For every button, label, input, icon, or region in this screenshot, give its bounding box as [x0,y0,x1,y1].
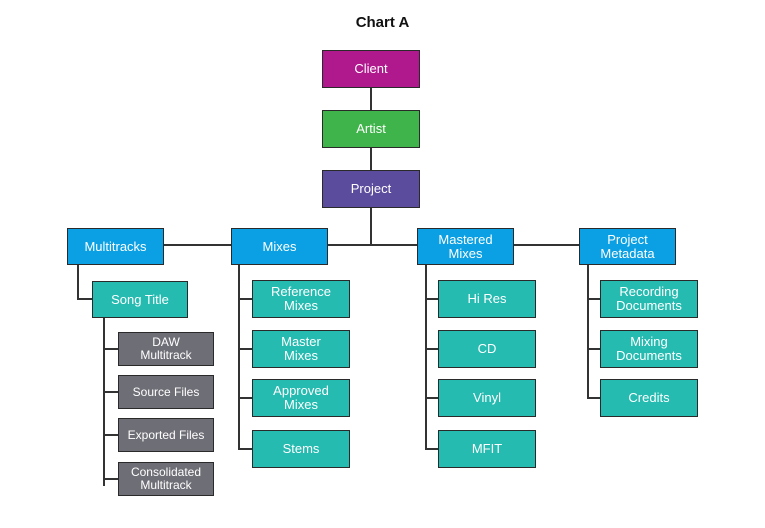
stub [587,298,600,300]
connector-song-horizontal [77,298,92,300]
stub [425,298,438,300]
stub [238,397,252,399]
recording-documents-node: Recording Documents [600,280,698,318]
cd-node: CD [438,330,536,368]
mfit-node: MFIT [438,430,536,468]
mixes-node: Mixes [231,228,328,265]
reference-mixes-node: Reference Mixes [252,280,350,318]
client-node: Client [322,50,420,88]
multitracks-node: Multitracks [67,228,164,265]
stub [103,348,118,350]
stub [103,391,118,393]
stub [103,478,118,480]
connector-artist-project [370,148,372,170]
exported-files-node: Exported Files [118,418,214,452]
connector-mixes-items [238,265,240,449]
daw-multitrack-node: DAW Multitrack [118,332,214,366]
artist-node: Artist [322,110,420,148]
song-title-node: Song Title [92,281,188,318]
stub [238,448,252,450]
stub [425,397,438,399]
connector-client-artist [370,88,372,110]
stub [238,298,252,300]
mastered-mixes-node: Mastered Mixes [417,228,514,265]
connector-horizontal-branch [160,244,580,246]
source-files-node: Source Files [118,375,214,409]
hi-res-node: Hi Res [438,280,536,318]
stub [238,348,252,350]
stub [103,434,118,436]
stub [587,348,600,350]
stub [587,397,600,399]
credits-node: Credits [600,379,698,417]
consolidated-multitrack-node: Consolidated Multitrack [118,462,214,496]
stems-node: Stems [252,430,350,468]
project-metadata-node: Project Metadata [579,228,676,265]
connector-project-branch [370,207,372,245]
connector-song-files [103,318,105,486]
chart-title: Chart A [355,14,410,31]
stub [425,348,438,350]
project-node: Project [322,170,420,208]
vinyl-node: Vinyl [438,379,536,417]
mixing-documents-node: Mixing Documents [600,330,698,368]
stub [425,448,438,450]
approved-mixes-node: Approved Mixes [252,379,350,417]
connector-metadata-items [587,265,589,397]
connector-mastered-items [425,265,427,449]
master-mixes-node: Master Mixes [252,330,350,368]
connector-multitracks-song [77,264,79,299]
